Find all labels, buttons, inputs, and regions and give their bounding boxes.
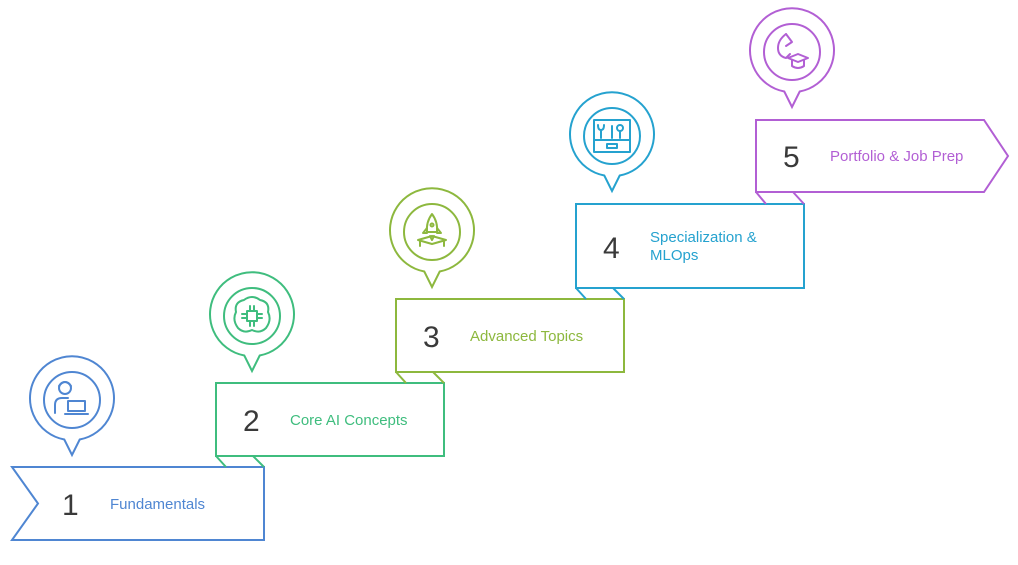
step-3-box <box>395 298 625 373</box>
step-1-box <box>10 466 265 541</box>
step-4-number: 4 <box>603 232 620 265</box>
step-4: 4 Specialization & MLOps <box>569 91 805 300</box>
step-5-label: Portfolio & Job Prep <box>830 148 963 165</box>
person-laptop-icon <box>54 381 89 415</box>
step-4-label: Specialization & MLOps <box>650 229 761 264</box>
step-3-marker <box>389 187 475 290</box>
step-4-marker <box>569 91 655 194</box>
step-1-label: Fundamentals <box>110 496 205 513</box>
step-3-fold <box>395 371 445 384</box>
step-5-box <box>755 119 1010 193</box>
step-3-label: Advanced Topics <box>470 328 583 345</box>
step-2: 2 Core AI Concepts <box>209 271 445 468</box>
step-1: 1 Fundamentals <box>10 355 265 541</box>
step-2-marker <box>209 271 295 374</box>
graduate-icon <box>777 33 809 69</box>
step-5: 5 Portfolio & Job Prep <box>749 7 1010 205</box>
step-1-marker <box>29 355 115 458</box>
step-2-fold <box>215 455 265 468</box>
step-5-marker <box>749 7 835 110</box>
brain-chip-icon <box>233 296 271 333</box>
step-2-number: 2 <box>243 405 260 438</box>
step-5-fold <box>755 191 805 205</box>
step-2-box <box>215 382 445 457</box>
rocket-icon <box>417 213 447 247</box>
step-3-number: 3 <box>423 321 440 354</box>
step-2-label: Core AI Concepts <box>290 412 408 429</box>
toolbox-icon <box>593 119 631 153</box>
step-1-number: 1 <box>62 489 79 522</box>
step-4-box <box>575 203 805 289</box>
step-3: 3 Advanced Topics <box>389 187 625 384</box>
step-4-fold <box>575 287 625 300</box>
step-5-number: 5 <box>783 141 800 174</box>
